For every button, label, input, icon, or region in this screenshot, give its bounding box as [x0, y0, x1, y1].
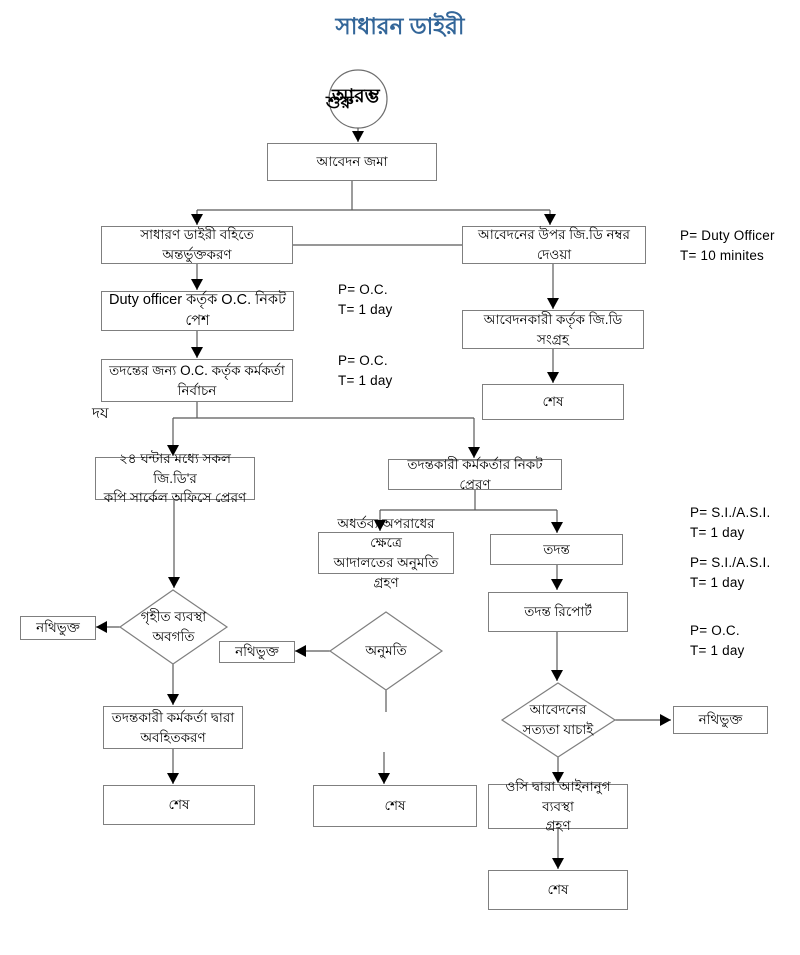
annotation-oc-3: P= O.C. T= 1 day	[690, 623, 745, 659]
start-node: আরম্ভ শুরু	[322, 80, 398, 120]
annotation-si-1: P= S.I./A.S.I. T= 1 day	[690, 505, 771, 541]
node-end-right: শেষ	[482, 384, 624, 420]
node-legal-action-label: ওসি দ্বারা আইনানুগ ব্যবস্থা গ্রহণ	[505, 779, 611, 834]
node-copies-24h: ২৪ ঘন্টার মধ্যে সকল জি.ডি'র কপি সার্কেল …	[95, 451, 255, 505]
node-notify-label: তদন্তকারী কর্মকর্তা দ্বারা অবহিতকরণ	[111, 709, 235, 745]
node-recorded-left-label: নথিভুক্ত	[36, 620, 80, 636]
node-gd-entry: সাধারণ ডাইরী বহিতে অন্তর্ভুক্তকরণ	[101, 226, 293, 264]
node-invest-report-label: তদন্ত রিপোর্ট	[524, 604, 592, 620]
node-legal-action: ওসি দ্বারা আইনানুগ ব্যবস্থা গ্রহণ	[488, 779, 628, 833]
decision-permit-label: অনুমতি	[365, 642, 407, 658]
annotation-oc-1: P= O.C. T= 1 day	[338, 282, 393, 318]
node-notify: তদন্তকারী কর্মকর্তা দ্বারা অবহিতকরণ	[103, 706, 243, 749]
stray-text: দয	[92, 405, 109, 422]
node-end-bottom: শেষ	[488, 870, 628, 910]
node-end-mid-label: শেষ	[384, 798, 406, 814]
decision-action-label: গৃহীত ব্যবস্থা অবগতি	[140, 608, 207, 644]
annotation-oc-2: P= O.C. T= 1 day	[338, 353, 393, 389]
node-end-left-label: শেষ	[168, 797, 190, 813]
annotation-duty-officer: P= Duty Officer T= 10 minites	[680, 228, 775, 264]
node-end-bottom-label: শেষ	[547, 882, 569, 898]
node-duty-officer-label: Duty officer কর্তৃক O.C. নিকট পেশ	[109, 291, 286, 329]
decision-permit: অনুমতি	[335, 630, 437, 672]
node-investigation-label: তদন্ত	[543, 541, 570, 557]
node-end-right-label: শেষ	[542, 394, 564, 410]
node-send-io: তদন্তকারী কর্মকর্তার নিকট প্রেরণ	[388, 457, 562, 492]
node-gd-collect: আবেদনকারী কর্তৃক জি.ডি সংগ্রহ	[462, 310, 644, 349]
node-copies-24h-label: ২৪ ঘন্টার মধ্যে সকল জি.ডি'র কপি সার্কেল …	[103, 451, 247, 506]
node-investigation: তদন্ত	[490, 534, 623, 565]
node-recorded-mid: নথিভুক্ত	[219, 641, 295, 663]
node-court-permission-label: অধর্তব্য অপরাধের ক্ষেত্রে আদালতের অনুমতি…	[333, 515, 439, 590]
node-gd-entry-label: সাধারণ ডাইরী বহিতে অন্তর্ভুক্তকরণ	[140, 227, 254, 262]
annotation-si-2: P= S.I./A.S.I. T= 1 day	[690, 555, 771, 591]
node-officer-select: তদন্তের জন্য O.C. কর্তৃক কর্মকর্তা নির্ব…	[101, 359, 293, 402]
node-gd-number-label: আবেদনের উপর জি.ডি নম্বর দেওয়া	[478, 227, 630, 262]
decision-verify-label: আবেদনের সত্যতা যাচাই	[522, 701, 594, 737]
node-recorded-right-label: নথিভুক্ত	[698, 712, 743, 728]
node-apply-label: আবেদন জমা	[316, 154, 388, 170]
node-invest-report: তদন্ত রিপোর্ট	[488, 592, 628, 632]
node-recorded-mid-label: নথিভুক্ত	[235, 644, 279, 660]
start-label-1: আরম্ভ	[332, 86, 380, 107]
node-court-permission: অধর্তব্য অপরাধের ক্ষেত্রে আদালতের অনুমতি…	[318, 516, 454, 590]
node-recorded-right: নথিভুক্ত	[673, 706, 768, 734]
page-title: সাধারন ডাইরী	[335, 13, 465, 39]
start-label-2: শুরু	[326, 93, 354, 112]
node-gd-collect-label: আবেদনকারী কর্তৃক জি.ডি সংগ্রহ	[483, 311, 623, 347]
node-send-io-label: তদন্তকারী কর্মকর্তার নিকট প্রেরণ	[407, 456, 543, 492]
node-duty-officer: Duty officer কর্তৃক O.C. নিকট পেশ	[101, 291, 294, 331]
decision-action: গৃহীত ব্যবস্থা অবগতি	[125, 599, 222, 655]
node-apply: আবেদন জমা	[267, 143, 437, 181]
node-gd-number: আবেদনের উপর জি.ডি নম্বর দেওয়া	[462, 226, 646, 264]
node-recorded-left: নথিভুক্ত	[20, 616, 96, 640]
decision-verify: আবেদনের সত্যতা যাচাই	[507, 692, 609, 748]
node-officer-select-label: তদন্তের জন্য O.C. কর্তৃক কর্মকর্তা নির্ব…	[109, 362, 285, 398]
node-end-mid: শেষ	[313, 785, 477, 827]
node-end-left: শেষ	[103, 785, 255, 825]
